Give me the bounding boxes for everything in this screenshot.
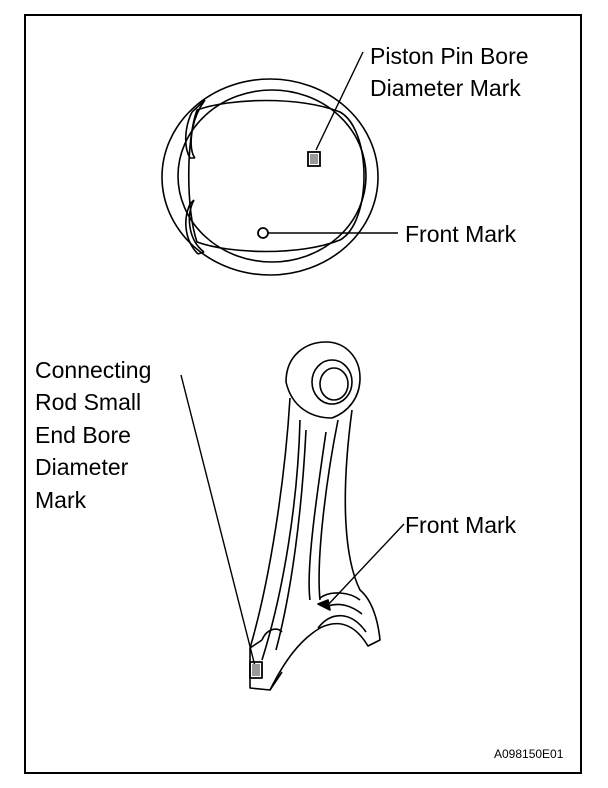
label-piston-pin-bore-line1: Piston Pin Bore [370, 43, 529, 69]
figure-code: A098150E01 [494, 747, 564, 761]
rod-small-end-bore-inner [319, 367, 349, 401]
piston-front-mark [257, 227, 269, 239]
label-piston-pin-bore-line2: Diameter Mark [370, 75, 521, 101]
piston-crown-face [187, 99, 365, 253]
label-rod-front-mark: Front Mark [405, 512, 517, 538]
leader-lines [180, 51, 405, 671]
label-rod-line4: Diameter [35, 454, 129, 480]
rod-small-end [285, 341, 361, 419]
rod-web-right [318, 419, 339, 601]
piston-top-view [161, 78, 379, 276]
rod-front-mark [317, 599, 331, 611]
figure-frame [24, 14, 582, 774]
rod-big-end-cap [319, 592, 363, 615]
rod-small-end-bore [311, 359, 353, 405]
piston-pin-bore-mark [307, 151, 321, 167]
valve-recess-upper [184, 99, 206, 159]
leader-piston-pin-bore [315, 51, 364, 151]
label-rod-line3: End Bore [35, 422, 131, 448]
valve-recess-lower [185, 199, 205, 255]
piston-crown-ring [177, 89, 367, 263]
rod-small-end-bore-mark-fill [252, 664, 260, 676]
piston-pin-bore-mark-fill [310, 154, 318, 164]
label-piston-front-mark: Front Mark [405, 221, 517, 247]
label-rod-line1: Connecting [35, 357, 152, 383]
piston-outer-rim [161, 78, 379, 276]
rod-small-end-bore-mark [249, 661, 263, 679]
label-rod-line2: Rod Small [35, 389, 142, 415]
leader-rod-bore-mark [180, 374, 257, 671]
rod-web-left [261, 419, 301, 661]
rod-big-end-face [249, 628, 283, 691]
rod-big-end-bearing [317, 614, 367, 633]
label-rod-line5: Mark [35, 487, 87, 513]
rod-web-inner [275, 429, 327, 651]
rod-outline [249, 397, 381, 691]
connecting-rod [249, 341, 381, 691]
